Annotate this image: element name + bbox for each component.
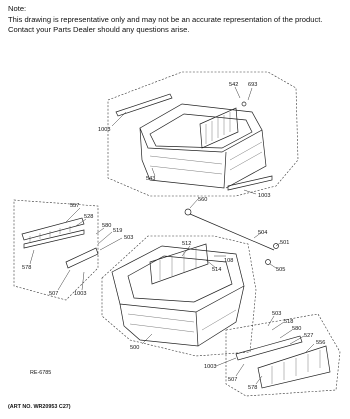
leader-lines (29, 86, 315, 385)
callout-507-left: 507 (49, 291, 58, 297)
callout-501: 501 (280, 240, 289, 246)
part-560-roller (184, 208, 192, 216)
callout-527: 527 (304, 333, 313, 339)
callout-542: 542 (229, 82, 238, 88)
note-line-2: Contact your Parts Dealer should any que… (8, 25, 190, 34)
upper-drawer-bin (139, 103, 267, 189)
note-line-1: This drawing is representative only and … (8, 14, 323, 24)
callout-505: 505 (276, 267, 285, 273)
lower-assembly-outline (101, 235, 257, 357)
callout-580-right: 580 (292, 326, 301, 332)
callout-560: 560 (198, 197, 207, 203)
callout-518: 518 (284, 319, 293, 325)
part-505-knob (265, 259, 271, 265)
note-heading: Note: (8, 4, 27, 13)
callout-578-right: 578 (248, 385, 257, 391)
callout-580-left: 580 (102, 223, 111, 229)
callout-503-right: 503 (272, 311, 281, 317)
left-slide-rail (21, 217, 99, 269)
lower-divider (149, 243, 209, 285)
disclaimer-note: Note: This drawing is representative onl… (8, 4, 348, 36)
callout-108: 108 (224, 258, 233, 264)
callout-693: 693 (248, 82, 257, 88)
callout-557: 557 (70, 203, 79, 209)
callout-1003-left: 1003 (74, 291, 86, 297)
callout-519: 519 (113, 228, 122, 234)
callout-578-left: 578 (22, 265, 31, 271)
left-slide-outline (13, 199, 99, 301)
lower-drawer-bin (111, 245, 245, 347)
callout-528: 528 (84, 214, 93, 220)
reference-number: RE-6785 (30, 370, 52, 376)
callout-503-left: 503 (124, 235, 133, 241)
part-501-knob (273, 243, 279, 249)
right-slide-rail (235, 335, 331, 389)
callout-556: 556 (316, 340, 325, 346)
art-number: (ART NO. WR20953 C27) (8, 404, 71, 410)
callout-507-right: 507 (228, 377, 237, 383)
callout-512: 512 (182, 241, 191, 247)
callout-514: 514 (212, 267, 221, 273)
part-504-shaft (189, 213, 275, 251)
right-slide-outline (225, 313, 341, 397)
callout-543: 543 (146, 176, 155, 182)
callout-504: 504 (258, 230, 267, 236)
callout-500: 500 (130, 345, 139, 351)
upper-assembly-outline (107, 71, 299, 197)
callout-1003-bottom: 1003 (204, 364, 216, 370)
callout-1003-upper: 1003 (98, 127, 110, 133)
upper-drawer-rail (115, 93, 273, 191)
upper-divider (199, 101, 247, 149)
callout-1003-right: 1003 (258, 193, 270, 199)
